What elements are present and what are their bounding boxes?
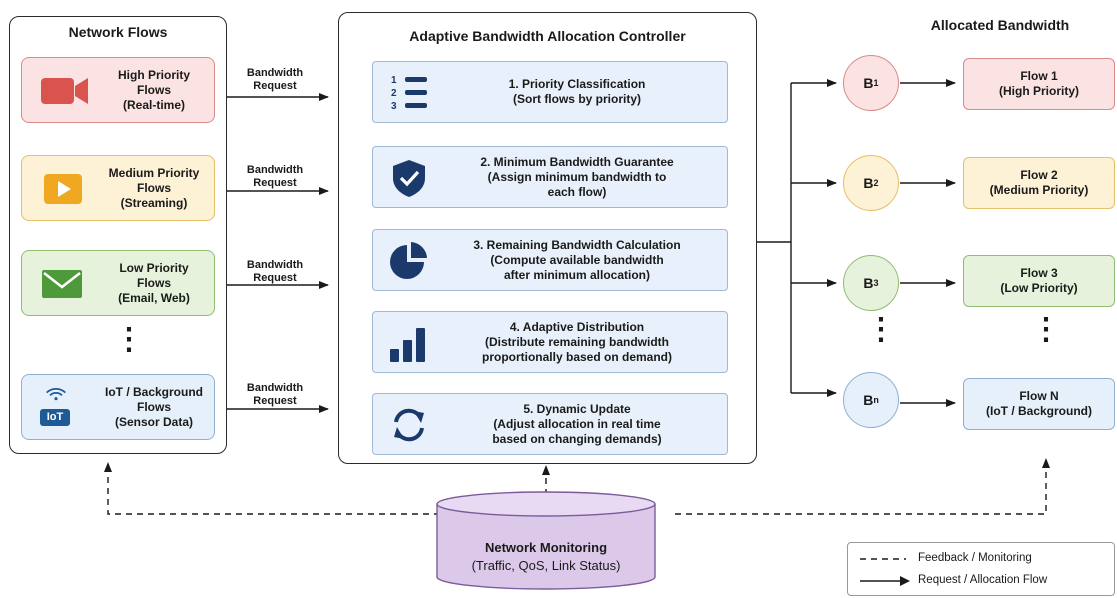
flow-label-line2: Flows: [136, 82, 171, 97]
wifi-icon: [46, 388, 66, 401]
flow-label-line3: (Real-time): [122, 97, 185, 112]
bar-chart-icon: [390, 328, 425, 362]
step-title: 4. Adaptive Distribution: [509, 319, 645, 334]
play-icon: [44, 174, 82, 204]
network-monitoring-title: Network Monitoring: [484, 540, 608, 555]
flow-label-line2: Flows: [136, 275, 171, 290]
network-flows-title: Network Flows: [68, 24, 168, 40]
flow-medium-priority[interactable]: Medium Priority Flows (Streaming): [21, 155, 215, 221]
controller-title: Adaptive Bandwidth Allocation Controller: [409, 28, 686, 44]
step-desc: (Compute available bandwidth: [490, 252, 664, 267]
flow-1-allocation[interactable]: Flow 1 (High Priority): [963, 58, 1115, 110]
step-adaptive-distribution[interactable]: 4. Adaptive Distribution (Distribute rem…: [372, 311, 728, 373]
legend: Feedback / Monitoring Request / Allocati…: [847, 542, 1115, 596]
envelope-icon: [42, 270, 82, 298]
network-monitoring-subtitle: (Traffic, QoS, Link Status): [471, 558, 621, 573]
step-desc-2: after minimum allocation): [503, 267, 651, 282]
step-desc-2: each flow): [547, 184, 607, 199]
flow-label-line1: High Priority: [117, 67, 190, 82]
step-desc: (Adjust allocation in real time: [493, 416, 661, 431]
step-desc-2: based on changing demands): [492, 431, 662, 446]
flow-label-line1: Low Priority: [119, 260, 189, 275]
step-desc: (Sort flows by priority): [512, 92, 641, 106]
legend-request-label: Request / Allocation Flow: [918, 574, 1048, 586]
flow-label-line2: Flows: [136, 180, 171, 195]
flow-label-line3: (Sensor Data): [114, 414, 194, 429]
flow-2-allocation[interactable]: Flow 2 (Medium Priority): [963, 157, 1115, 209]
step-priority-classification[interactable]: 1 2 3 1. Priority Classification (Sort f…: [372, 61, 728, 123]
step-title: 3. Remaining Bandwidth Calculation: [473, 237, 681, 252]
solid-arrow-icon: [860, 576, 910, 586]
flow-3-allocation[interactable]: Flow 3 (Low Priority): [963, 255, 1115, 307]
flow-high-priority[interactable]: High Priority Flows (Real-time): [21, 57, 215, 123]
step-desc: (Distribute remaining bandwidth: [484, 334, 669, 349]
iot-wifi-icon: IoT: [38, 385, 74, 431]
flow-iot-background[interactable]: IoT IoT / Background Flows (Sensor Data): [21, 374, 215, 440]
shield-check-icon: [393, 160, 425, 197]
step-minimum-bandwidth-guarantee[interactable]: 2. Minimum Bandwidth Guarantee (Assign m…: [372, 146, 728, 208]
step-title: 1. Priority Classification: [508, 77, 646, 91]
step-desc: (Assign minimum bandwidth to: [487, 169, 667, 184]
flow-label-line1: IoT / Background: [104, 384, 203, 399]
allocated-bandwidth-title: Allocated Bandwidth: [930, 17, 1070, 33]
iot-label: IoT: [40, 409, 70, 426]
refresh-icon: [394, 408, 424, 442]
flow-label-line3: (Email, Web): [118, 290, 190, 305]
step-desc-2: proportionally based on demand): [481, 349, 672, 364]
flow-label-line3: (Streaming): [120, 195, 188, 210]
pie-chart-icon: [390, 242, 427, 279]
flows-ellipsis: ⋮: [114, 325, 144, 355]
video-camera-icon: [41, 78, 88, 104]
flow-n-allocation[interactable]: Flow N (IoT / Background): [963, 378, 1115, 430]
step-remaining-bandwidth-calculation[interactable]: 3. Remaining Bandwidth Calculation (Comp…: [372, 229, 728, 291]
dashed-line-icon: [860, 558, 906, 560]
nodes-ellipsis: ⋮: [866, 313, 896, 346]
legend-feedback-label: Feedback / Monitoring: [918, 552, 1032, 564]
numbered-list-icon: 1 2 3: [387, 73, 431, 113]
flow-label-line1: Medium Priority: [108, 165, 200, 180]
allocations-ellipsis: ⋮: [1031, 313, 1061, 346]
step-title: 5. Dynamic Update: [523, 401, 631, 416]
feedback-line-right: [675, 458, 1050, 515]
step-title: 2. Minimum Bandwidth Guarantee: [480, 154, 674, 169]
feedback-line-left: [104, 462, 440, 515]
flow-low-priority[interactable]: Low Priority Flows (Email, Web): [21, 250, 215, 316]
flow-label-line2: Flows: [136, 399, 171, 414]
step-dynamic-update[interactable]: 5. Dynamic Update (Adjust allocation in …: [372, 393, 728, 455]
